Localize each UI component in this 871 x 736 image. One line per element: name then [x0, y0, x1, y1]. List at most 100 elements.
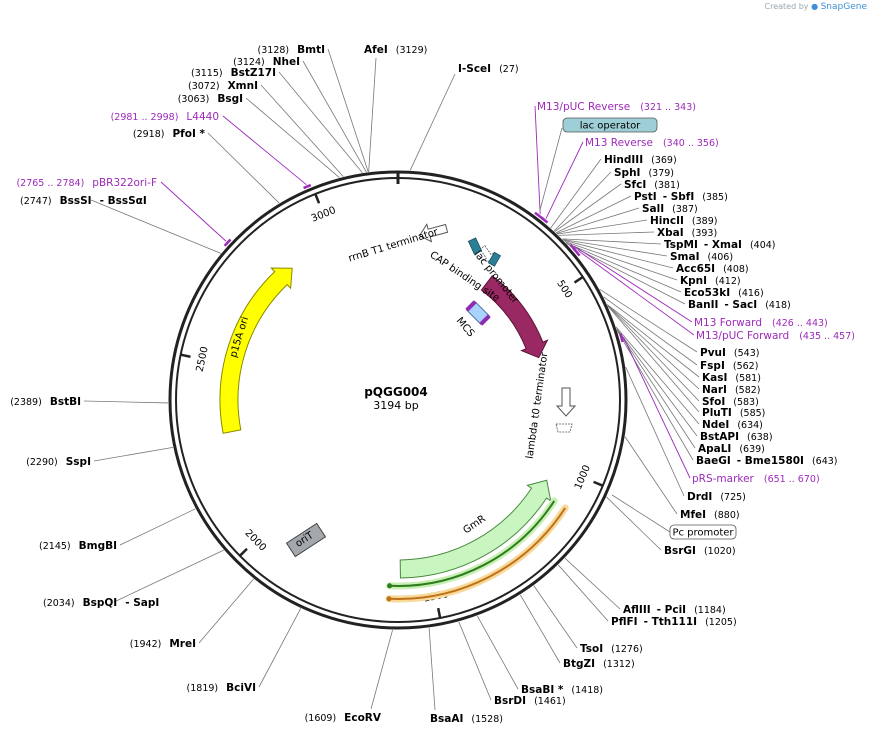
snapgene-brand-name: SnapGene — [820, 2, 867, 12]
site-pflfi[interactable]: PflFI- Tth111I(1205) — [611, 616, 737, 628]
site-sali[interactable]: SalI(387) — [642, 203, 698, 215]
site-banii[interactable]: BanII- SacI(418) — [688, 299, 791, 311]
site-name: MfeI — [680, 509, 706, 521]
primer-m13-puc-forward[interactable]: M13/pUC Forward(435 .. 457) — [696, 330, 855, 342]
feature-cap-binding-site-block[interactable] — [467, 237, 483, 255]
site-bmti[interactable]: (3128)BmtI — [258, 44, 325, 56]
site-label-pfoi: (2918)PfoI * — [133, 128, 206, 140]
site-position: (404) — [750, 240, 776, 251]
site-bstbi[interactable]: (2389)BstBI — [10, 396, 81, 408]
site-label-bsaai: BsaAI(1528) — [430, 713, 503, 725]
primer-l4440[interactable]: (2981 .. 2998)L4440 — [111, 111, 219, 123]
site-afliii[interactable]: AflIII- PciI(1184) — [623, 604, 726, 616]
site-position: (379) — [648, 168, 674, 179]
orit-rect — [285, 522, 327, 558]
site-position: (369) — [651, 155, 677, 166]
site-sphi[interactable]: SphI(379) — [614, 167, 674, 179]
site-leader-psti — [555, 195, 632, 234]
site-kasi[interactable]: KasI(581) — [702, 372, 761, 384]
site-drdi[interactable]: DrdI(725) — [687, 491, 746, 503]
site-nhei[interactable]: (3124)NheI — [233, 56, 300, 68]
site-xbai[interactable]: XbaI(393) — [657, 227, 717, 239]
feature-p15a-ori-arrow[interactable] — [219, 267, 293, 434]
primer-range: (2981 .. 2998) — [111, 112, 179, 123]
site-afei[interactable]: AfeI(3129) — [364, 44, 427, 56]
primer-name: M13/pUC Forward — [696, 330, 789, 342]
site-hindiii[interactable]: HindIII(369) — [604, 154, 677, 166]
primer-mark-m13-reverse — [541, 217, 549, 224]
site-leader-afliii — [564, 557, 621, 610]
site-position: (385) — [702, 192, 728, 203]
site-name: BstZ17I — [231, 67, 276, 79]
primer-prs-marker[interactable]: pRS-marker(651 .. 670) — [692, 473, 820, 485]
site-leader-smai — [562, 239, 668, 257]
site-sspi[interactable]: (2290)SspI — [26, 456, 91, 468]
site-pfoi[interactable]: (2918)PfoI * — [133, 128, 206, 140]
site-bsssi[interactable]: (2747)BssSI- BssSαI — [20, 195, 147, 207]
site-btgzi[interactable]: BtgZI(1312) — [563, 658, 635, 670]
primer-m13-puc-reverse[interactable]: M13/pUC Reverse(321 .. 343) — [537, 101, 696, 113]
site-acc65i[interactable]: Acc65I(408) — [676, 263, 749, 275]
site-position: (3063) — [178, 94, 210, 105]
site-bsgi[interactable]: (3063)BsgI — [178, 93, 243, 105]
site-mrei[interactable]: (1942)MreI — [130, 638, 196, 650]
feature-gmr-arrow[interactable] — [399, 479, 552, 579]
feature-mcs-box[interactable] — [465, 300, 491, 326]
feature-rrnb-t1-terminator-arrow[interactable] — [417, 220, 449, 245]
site-tspmi[interactable]: TspMI- XmaI(404) — [664, 239, 775, 251]
site-bstapi[interactable]: BstAPI(638) — [700, 431, 773, 443]
site-leader-bmti — [327, 48, 369, 173]
feature-lambda-t0-terminator-arrow[interactable] — [555, 387, 577, 417]
site-ndei[interactable]: NdeI(634) — [702, 419, 763, 431]
site-bsrdi[interactable]: BsrDI(1461) — [494, 695, 566, 707]
boxed-feature-label: Pc promoter — [672, 528, 734, 539]
ruler-tick-500 — [573, 275, 584, 284]
site-leader-sali — [556, 207, 640, 234]
site-smai[interactable]: SmaI(406) — [670, 251, 733, 263]
site-name: NheI — [273, 56, 300, 68]
site-bspqi[interactable]: (2034)BspQI- SapI — [43, 597, 159, 609]
primer-m13-forward[interactable]: M13 Forward(426 .. 443) — [694, 317, 828, 329]
site-sfci[interactable]: SfcI(381) — [624, 179, 680, 191]
site-bsrgi[interactable]: BsrGI(1020) — [664, 545, 736, 557]
site-fspi[interactable]: FspI(562) — [700, 360, 758, 372]
site-position: (408) — [723, 264, 749, 275]
site-name: TspMI — [664, 239, 698, 251]
site-bstz17i[interactable]: (3115)BstZ17I — [191, 67, 276, 79]
site-label-kpni: KpnI(412) — [680, 275, 741, 287]
site-psti[interactable]: PstI- SbfI(385) — [634, 191, 728, 203]
site-bsabi[interactable]: BsaBI *(1418) — [521, 684, 603, 696]
site-name: PfoI * — [172, 128, 205, 140]
site-i-scei[interactable]: I-SceI(27) — [458, 63, 519, 75]
site-bcivi[interactable]: (1819)BciVI — [187, 682, 256, 694]
site-ecorv[interactable]: (1609)EcoRV — [305, 712, 382, 724]
feature-lac-operator-block[interactable] — [487, 251, 502, 267]
site-name: BtgZI — [563, 658, 595, 670]
site-mfei[interactable]: MfeI(880) — [680, 509, 740, 521]
site-bmgbi[interactable]: (2145)BmgBI — [39, 540, 117, 552]
created-by-text: Created by — [764, 2, 809, 11]
site-apali[interactable]: ApaLI(639) — [698, 443, 765, 455]
site-position: (562) — [733, 361, 759, 372]
site-hincii[interactable]: HincII(389) — [650, 215, 717, 227]
site-nari[interactable]: NarI(582) — [702, 384, 761, 396]
feature-orit-box[interactable] — [285, 522, 327, 558]
boxed-feature-pc-promoter[interactable]: Pc promoter — [669, 524, 737, 540]
site-eco53ki[interactable]: Eco53kI(416) — [684, 287, 764, 299]
site-sfoi[interactable]: SfoI(583) — [702, 396, 759, 408]
primer-m13-reverse[interactable]: M13 Reverse(340 .. 356) — [585, 137, 719, 149]
site-pvui[interactable]: PvuI(543) — [700, 347, 759, 359]
site-xmni[interactable]: (3072)XmnI — [188, 80, 258, 92]
site-name: BanII — [688, 299, 718, 311]
site-label-drdi: DrdI(725) — [687, 491, 746, 503]
feature-lacza-arrow[interactable] — [480, 275, 549, 359]
site-name: DrdI — [687, 491, 712, 503]
site-bsaai[interactable]: BsaAI(1528) — [430, 713, 503, 725]
primer-pbr322ori-f[interactable]: (2765 .. 2784)pBR322ori-F — [16, 177, 157, 189]
site-kpni[interactable]: KpnI(412) — [680, 275, 741, 287]
site-tsoi[interactable]: TsoI(1276) — [580, 643, 643, 655]
boxed-feature-lac-operator[interactable]: lac operator — [562, 117, 658, 133]
site-baegi[interactable]: BaeGI- Bme1580I(643) — [696, 455, 838, 467]
site-pluti[interactable]: PluTI(585) — [702, 407, 765, 419]
